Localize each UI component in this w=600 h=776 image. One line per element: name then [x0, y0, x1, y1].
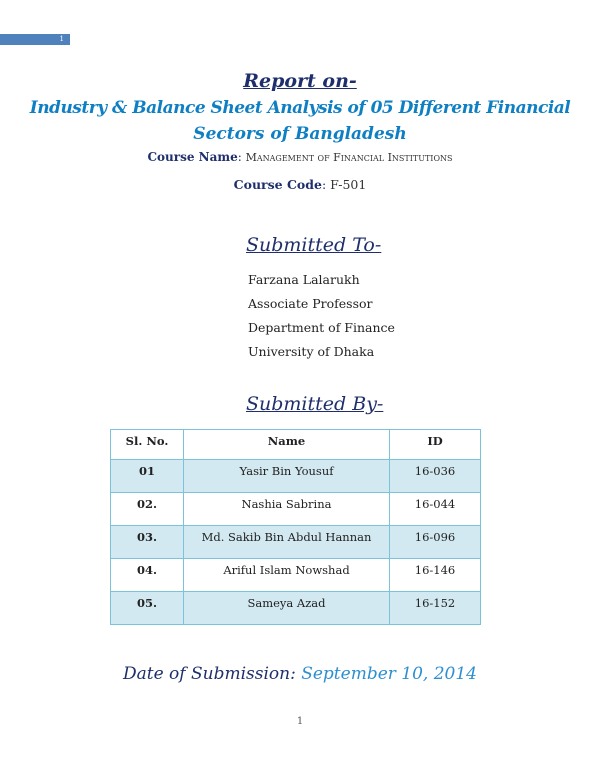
submitted-by-heading: Submitted By-: [246, 393, 384, 415]
cell-id: 16-146: [389, 558, 481, 592]
recipient-name: Farzana Lalarukh: [248, 272, 360, 287]
col-id: ID: [389, 429, 481, 460]
cell-sl: 01: [110, 459, 184, 493]
course-name-label: Course Name: [147, 150, 238, 164]
course-code: Course Code: F-501: [233, 177, 367, 192]
table-header: Sl. No. Name ID: [110, 429, 481, 460]
submission-date: Date of Submission: September 10, 2014: [0, 664, 600, 684]
report-title-line1: Industry & Balance Sheet Analysis of 05 …: [29, 98, 571, 118]
cell-name: Nashia Sabrina: [183, 492, 390, 526]
cell-sl: 02.: [110, 492, 184, 526]
submitted-to-heading: Submitted To-: [246, 234, 382, 256]
cell-id: 16-044: [389, 492, 481, 526]
col-sl: Sl. No.: [110, 429, 184, 460]
report-heading: Report on-: [243, 70, 357, 92]
header-page-tab: 1: [0, 34, 70, 45]
recipient-department: Department of Finance: [248, 320, 395, 335]
cell-sl: 05.: [110, 591, 184, 625]
cell-id: 16-036: [389, 459, 481, 493]
report-title-line2: Sectors of Bangladesh: [193, 124, 407, 144]
cell-sl: 04.: [110, 558, 184, 592]
page-number: 1: [296, 716, 304, 727]
course-code-value: F-501: [330, 177, 367, 192]
date-label: Date of Submission:: [122, 664, 296, 684]
course-name: Course Name: Management of Financial Ins…: [147, 150, 453, 164]
cell-id: 16-096: [389, 525, 481, 559]
recipient-title: Associate Professor: [248, 296, 373, 311]
col-name: Name: [183, 429, 390, 460]
cell-name: Md. Sakib Bin Abdul Hannan: [183, 525, 390, 559]
cell-sl: 03.: [110, 525, 184, 559]
cell-name: Yasir Bin Yousuf: [183, 459, 390, 493]
course-name-value: Management of Financial Institutions: [245, 151, 453, 164]
course-code-label: Course Code: [233, 177, 322, 192]
cell-name: Sameya Azad: [183, 591, 390, 625]
recipient-university: University of Dhaka: [248, 344, 375, 359]
date-value: September 10, 2014: [301, 664, 477, 684]
cell-id: 16-152: [389, 591, 481, 625]
cell-name: Ariful Islam Nowshad: [183, 558, 390, 592]
